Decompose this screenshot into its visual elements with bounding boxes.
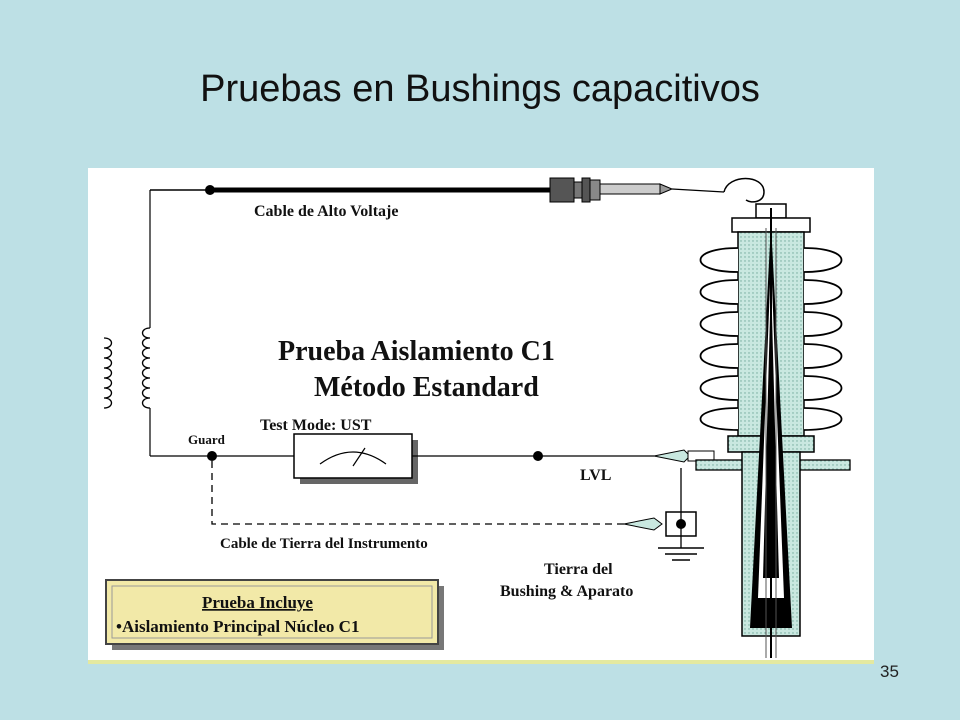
hv-connector [549,177,765,203]
meter [293,433,418,484]
diagram-heading-line1: Prueba Aislamiento C1 [278,336,555,367]
diagram-panel: Cable de Alto Voltaje Guard Test Mode: U… [88,168,874,662]
ground-cable-label: Cable de Tierra del Instrumento [220,536,428,552]
hv-cable-node [205,185,215,195]
transformer-coil-right [141,327,151,409]
lvl-label: LVL [580,467,611,484]
panel-bottom-strip [88,660,874,664]
includes-box-item: •Aislamiento Principal Núcleo C1 [116,617,359,636]
includes-box-title: Prueba Incluye [202,593,313,612]
test-mode-label: Test Mode: UST [260,417,372,434]
page-number: 35 [880,662,899,681]
ground-symbol-icon [658,547,704,561]
diagram-heading-line2: Método Estandard [314,372,539,403]
hv-cable-label: Cable de Alto Voltaje [254,203,398,220]
transformer-coil-left [103,337,113,409]
lvl-clip [653,449,691,463]
ground-cable-dashed [211,461,624,525]
ground-label-line2: Bushing & Aparato [500,583,633,600]
ground-clip [623,517,663,531]
lvl-node [533,451,543,461]
slide-title: Pruebas en Bushings capacitivos [200,68,760,110]
bushing-test-diagram: Cable de Alto Voltaje Guard Test Mode: U… [103,177,851,658]
guard-node [207,451,217,461]
ground-label-line1: Tierra del [544,561,613,578]
includes-box [105,579,444,650]
bushing [695,203,851,658]
guard-label: Guard [188,432,226,447]
